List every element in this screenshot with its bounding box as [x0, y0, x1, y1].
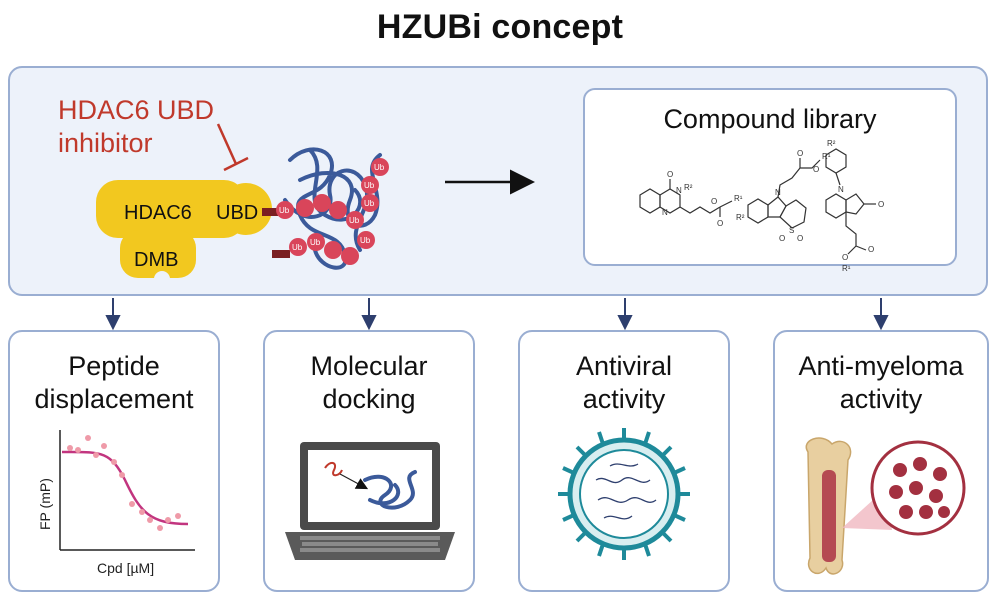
fp-plot: FP (mP) Cpd [µM] — [37, 430, 195, 576]
svg-text:N: N — [676, 186, 682, 195]
svg-text:O: O — [779, 234, 785, 243]
svg-text:R¹: R¹ — [822, 152, 831, 161]
svg-text:Ub: Ub — [310, 238, 321, 247]
svg-text:O: O — [797, 234, 803, 243]
svg-text:S: S — [789, 226, 794, 235]
svg-text:R²: R² — [736, 213, 745, 222]
protein-ribbon — [363, 470, 417, 510]
svg-text:Ub: Ub — [279, 206, 290, 215]
svg-text:N: N — [775, 188, 781, 197]
svg-text:Ub: Ub — [364, 181, 375, 190]
svg-text:R¹: R¹ — [842, 264, 851, 273]
fp-y-axis-label: FP (mP) — [37, 478, 53, 530]
fp-x-axis-label: Cpd [µM] — [97, 560, 154, 576]
inhibitor-label: HDAC6 UBD inhibitor — [58, 94, 278, 160]
ligand-icon — [324, 462, 343, 477]
figure-title: HZUBi concept — [376, 8, 624, 46]
inhibition-arrow — [216, 123, 249, 172]
svg-text:R²: R² — [684, 183, 693, 192]
dmb-label: DMB — [134, 249, 178, 271]
hdac6-label: HDAC6 — [124, 202, 192, 224]
ubd-label: UBD — [216, 202, 258, 224]
svg-text:O: O — [667, 170, 673, 179]
svg-text:Ub: Ub — [349, 216, 360, 225]
svg-text:R²: R² — [827, 139, 836, 148]
svg-text:Ub: Ub — [364, 199, 375, 208]
svg-text:O: O — [797, 149, 803, 158]
svg-text:O: O — [717, 219, 723, 228]
svg-text:N: N — [662, 208, 668, 217]
virus-icon — [558, 428, 690, 560]
down-arrows — [105, 298, 889, 331]
svg-text:O: O — [868, 245, 874, 254]
bone-marrow-icon — [805, 437, 966, 575]
polyubiquitin-chain: Ub Ub Ub Ub Ub Ub Ub Ub — [262, 147, 389, 270]
svg-text:Ub: Ub — [360, 236, 371, 245]
fp-fit-curve — [61, 450, 189, 526]
compound-structures — [639, 148, 876, 255]
laptop-icon — [285, 442, 455, 560]
svg-text:N: N — [838, 185, 844, 194]
svg-text:Ub: Ub — [292, 243, 303, 252]
compound-atom-labels: O N R² N O O R¹ R² N O O R¹ S O O R² N O… — [662, 139, 884, 273]
svg-text:O: O — [878, 200, 884, 209]
compound-library-title: Compound library — [663, 104, 877, 134]
svg-text:O: O — [711, 197, 717, 206]
hdac6-protein: HDAC6 UBD DMB — [96, 180, 272, 287]
svg-text:R¹: R¹ — [734, 194, 743, 203]
compound-library-box: Compound library — [583, 88, 957, 266]
svg-text:Ub: Ub — [374, 163, 385, 172]
svg-text:O: O — [842, 253, 848, 262]
svg-text:O: O — [813, 165, 819, 174]
inhibitor-label-line2: inhibitor — [58, 128, 153, 158]
fp-data-points — [67, 435, 181, 531]
inhibitor-label-line1: HDAC6 UBD — [58, 95, 215, 125]
